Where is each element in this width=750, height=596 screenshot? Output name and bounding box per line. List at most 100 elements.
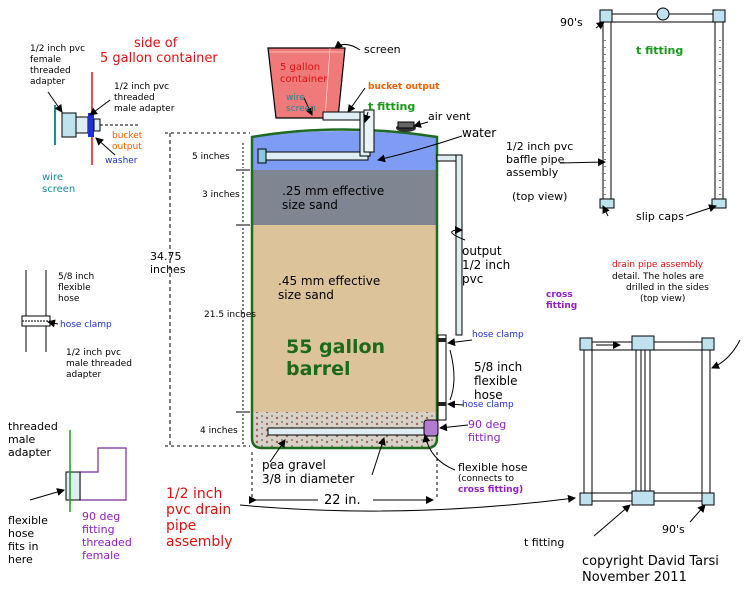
wire-screen-line-1: wire — [42, 172, 64, 183]
cross-fitting-label: cross fitting — [546, 290, 577, 312]
side-of-line-2: 5 gallon container — [100, 51, 218, 66]
output-line-3: pvc — [462, 272, 484, 286]
screen-label: screen — [364, 43, 401, 56]
male-adapter-label: 1/2 inch pvc threaded male adapter — [114, 82, 174, 115]
hose-male-line-3: adapter — [66, 370, 102, 380]
drain-detail-line-3: (top view) — [640, 294, 686, 304]
male-adapter-line-3: male adapter — [114, 104, 175, 114]
female-adapter-line-1: 1/2 inch pvc — [30, 44, 86, 54]
drain-nineties-label: 90's — [662, 523, 685, 536]
deg90-line-1: 90 deg — [468, 418, 507, 431]
barrel-name-label: 55 gallon barrel — [286, 336, 385, 380]
drain-t-fitting-label: t fitting — [524, 536, 565, 549]
barrel — [250, 128, 439, 450]
baffle-top-view — [599, 7, 727, 209]
cross-line-2: fitting — [546, 301, 578, 311]
drain-detail-line-1: detail. The holes are — [612, 272, 704, 282]
drain-line-2: pvc drain — [166, 502, 232, 518]
copyright-line-1: copyright David Tarsi — [582, 554, 719, 569]
fine-sand-line-1: .25 mm effective — [282, 184, 385, 198]
fitting-90deg-label: 90 deg fitting threaded female — [82, 510, 132, 562]
side-of-container-label: side of 5 gallon container — [100, 36, 218, 66]
dimension-lines — [165, 132, 438, 504]
fitting-90deg-line-2: fitting — [82, 523, 115, 536]
drain-line-3: pipe — [166, 518, 197, 534]
female-adapter-line-2: female — [30, 55, 62, 65]
gravel-line-2: 3/8 in diameter — [262, 472, 355, 486]
coarse-sand-line-1: .45 mm effective — [278, 274, 381, 288]
baffle-line-2: baffle pipe — [506, 153, 565, 166]
bucket-output-detail-label: bucket output — [112, 131, 142, 153]
deg90-label: 90 deg fitting — [468, 418, 506, 444]
leader-arrows — [239, 21, 741, 537]
sand-height-label: 21.5 inches — [204, 310, 256, 320]
height-label: 34.75 inches — [150, 250, 186, 276]
bucket-output-label: bucket output — [368, 82, 440, 92]
coarse-sand-label: .45 mm effective size sand — [278, 274, 380, 302]
flexible-hose-label: 5/8 inch flexible hose — [474, 360, 522, 402]
fitting-hose-line-2: hose — [8, 527, 35, 540]
bucket-wire-line-2: screen — [286, 104, 316, 114]
output-pipe — [436, 154, 463, 421]
drain-line-1: 1/2 inch — [166, 486, 223, 502]
threaded-male-line-1: threaded — [8, 420, 58, 433]
barrel-name-line-2: barrel — [286, 358, 351, 380]
fine-sand-label: .25 mm effective size sand — [282, 184, 384, 212]
copyright-line-2: November 2011 — [582, 570, 687, 585]
wire-screen-line-2: screen — [42, 184, 76, 195]
baffle-t-fitting-label: t fitting — [636, 44, 684, 57]
washer-label: washer — [105, 156, 138, 166]
water-label: water — [462, 126, 497, 140]
coarse-sand-layer — [252, 225, 437, 412]
flex-connect-line-2: (connects to — [458, 474, 514, 484]
fitting-hose-line-1: flexible — [8, 514, 48, 527]
baffle-label: 1/2 inch pvc baffle pipe assembly — [506, 140, 573, 179]
hose-detail — [21, 270, 59, 352]
five-inches-label: 5 inches — [192, 152, 230, 162]
hose-male-line-2: male threaded — [66, 359, 132, 369]
container-line-2: container — [280, 74, 328, 85]
hose-clamp-upper-label: hose clamp — [472, 330, 524, 340]
female-adapter-line-4: adapter — [30, 77, 66, 87]
threaded-male-line-3: adapter — [8, 446, 52, 459]
gravel-line-1: pea gravel — [262, 458, 326, 472]
container-line-1: 5 gallon — [280, 62, 321, 73]
water-layer — [252, 131, 437, 170]
drain-label: 1/2 inch pvc drain pipe assembly — [166, 486, 232, 550]
deg90-line-2: fitting — [468, 431, 501, 444]
fitting-hose-line-3: fits in — [8, 540, 39, 553]
three-inches-label: 3 inches — [202, 190, 240, 200]
flexible-hose-line-2: flexible — [474, 374, 518, 388]
hose-clamp-lower-label: hose clamp — [462, 400, 514, 410]
drain-line-4: assembly — [166, 534, 233, 550]
wire-screen-detail-label: wire screen — [42, 172, 75, 196]
fitting-hose-line-4: here — [8, 553, 33, 566]
hose-detail-male-adapter-label: 1/2 inch pvc male threaded adapter — [66, 348, 132, 381]
hose-detail-line-3: hose — [58, 294, 80, 304]
barrel-name-line-1: 55 gallon — [286, 336, 386, 358]
flex-connect-line-3: cross fitting) — [458, 485, 528, 496]
fine-sand-layer — [252, 170, 437, 225]
fitting-detail — [29, 430, 127, 512]
hose-male-line-1: 1/2 inch pvc — [66, 348, 122, 358]
cross-fitting-ref: cross fitting) — [458, 485, 524, 495]
height-line-2: inches — [150, 263, 186, 276]
copyright: copyright David Tarsi November 2011 — [582, 554, 719, 586]
bucket-output-line-2: output — [112, 142, 142, 152]
output-line-1: output — [462, 244, 502, 258]
threaded-male-label: threaded male adapter — [8, 420, 58, 459]
female-adapter-line-3: threaded — [30, 66, 71, 76]
fitting-flexible-hose-label: flexible hose fits in here — [8, 514, 48, 566]
bucket-assembly — [267, 47, 416, 157]
male-adapter-line-2: threaded — [114, 93, 155, 103]
hose-detail-line-2: flexible — [58, 283, 91, 293]
flex-hose-connect-label: flexible hose (connects to cross fitting… — [458, 461, 528, 496]
air-vent-label: air vent — [428, 110, 471, 123]
fine-sand-line-2: size sand — [282, 198, 338, 212]
width-label: 22 in. — [324, 493, 361, 508]
fitting-90deg-line-4: female — [82, 549, 120, 562]
cross-line-1: cross — [546, 290, 573, 300]
fitting-90deg-line-1: 90 deg — [82, 510, 121, 523]
baffle-nineties-label: 90's — [560, 16, 583, 29]
female-adapter-label: 1/2 inch pvc female threaded adapter — [30, 44, 85, 88]
